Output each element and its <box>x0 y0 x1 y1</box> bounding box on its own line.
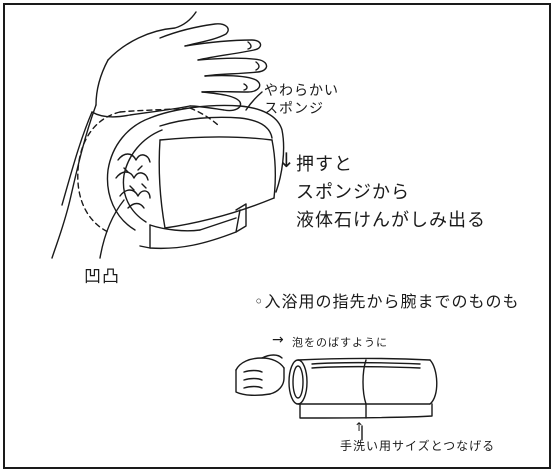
foam-note: 泡をのばすように <box>292 336 388 349</box>
bumpy-label: 凹凸 <box>84 267 120 287</box>
soft-sponge-label: やわらかい <box>264 83 339 99</box>
foam-arrow: → <box>272 332 285 348</box>
arm-sleeve-outline <box>77 107 219 233</box>
sketch-frame <box>3 3 551 469</box>
press-caption-line2: スポンジから <box>296 182 410 203</box>
bumpy-texture <box>115 153 151 209</box>
hand-size-note: 手洗い用サイズとつなげる <box>340 439 496 453</box>
hand-size-arrow: ↑ <box>354 420 366 434</box>
sponge-device-illustration <box>106 104 285 250</box>
bumpy-leader-line <box>99 199 125 259</box>
sponge-leader-line <box>245 91 263 111</box>
small-hand-illustration <box>235 354 285 397</box>
tube-sponge-illustration <box>288 357 438 419</box>
press-caption-line1: 押すと <box>296 154 353 175</box>
soft-sponge-label-line2: スポンジ <box>264 101 324 117</box>
hand-illustration <box>51 11 268 259</box>
bath-use-note: ◦入浴用の指先から腕までのものも <box>254 292 520 311</box>
press-arrow: ↓ <box>278 148 296 172</box>
press-caption-line3: 液体石けんがしみ出る <box>296 210 486 231</box>
